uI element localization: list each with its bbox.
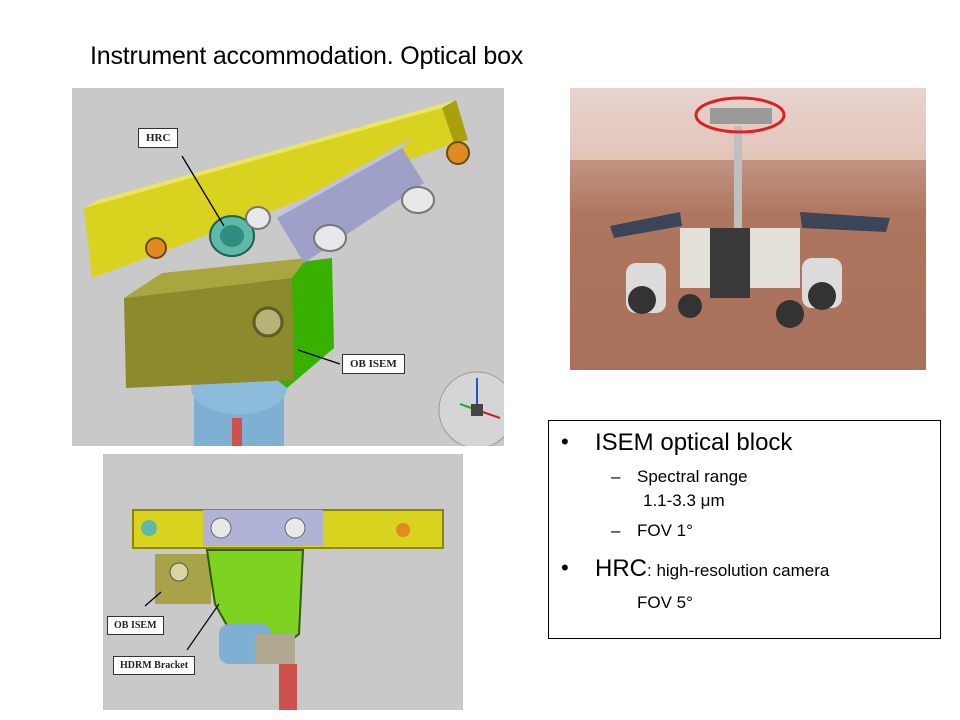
bullet-isem-optical-block: ISEM optical block (595, 429, 793, 456)
dash-2: – (611, 521, 621, 540)
rover-photo (570, 88, 926, 370)
cad-figure-optical-box: HRC OB ISEM (72, 88, 504, 446)
spectral-range-label: Spectral range (637, 467, 748, 486)
callout-ob-isem: OB ISEM (342, 354, 405, 374)
hrc-prefix: HRC (595, 555, 647, 582)
bullet-1-marker: • (561, 429, 569, 454)
callout-ob-isem-small: OB ISEM (107, 616, 164, 635)
spec-textbox: • ISEM optical block – Spectral range 1.… (548, 420, 941, 639)
spectral-range-value: 1.1-3.3 μm (643, 491, 725, 510)
fov-isem: FOV 1° (637, 521, 693, 540)
slide-title: Instrument accommodation. Optical box (90, 42, 524, 70)
hrc-description: : high-resolution camera (647, 561, 830, 580)
dash-1: – (611, 467, 621, 486)
callout-hdrm-bracket: HDRM Bracket (113, 656, 196, 675)
bullet-2-marker: • (561, 555, 569, 580)
fov-hrc: FOV 5° (637, 593, 693, 612)
bullet-hrc: HRC: high-resolution camera (595, 555, 829, 583)
cad-figure-hdrm-bracket: OB ISEM HDRM Bracket (103, 454, 463, 710)
callout-hrc: HRC (138, 128, 179, 148)
